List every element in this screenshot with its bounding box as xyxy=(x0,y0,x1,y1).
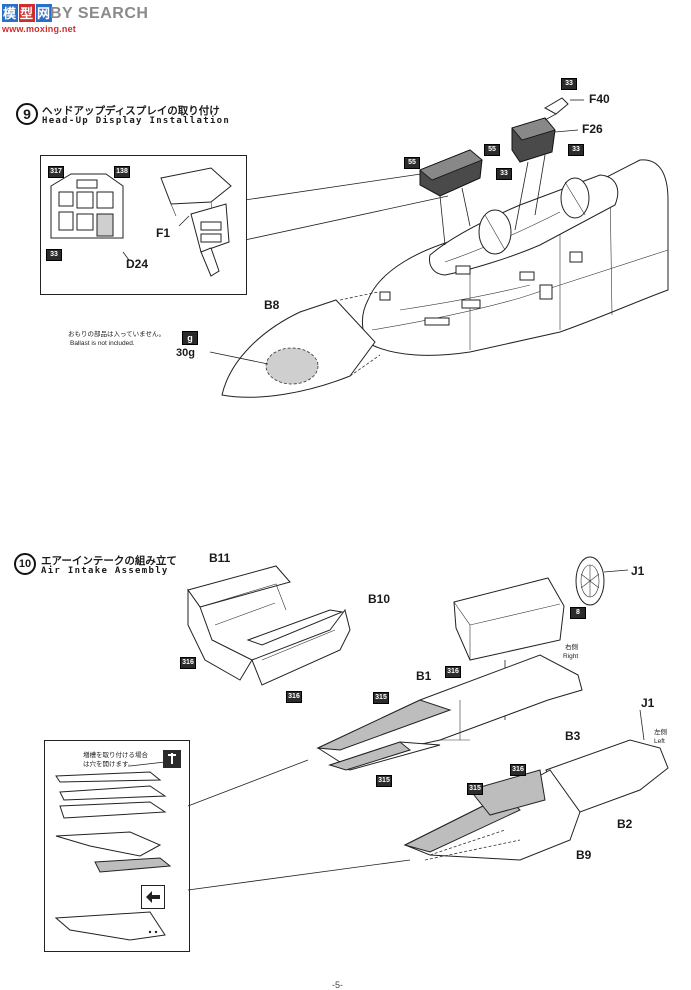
page-number: -5- xyxy=(332,980,343,990)
part-f26 xyxy=(511,117,556,231)
part-label-b3: B3 xyxy=(565,729,581,743)
part-label-j1-top: J1 xyxy=(631,564,645,578)
step-10-title-jp: エアーインテークの組み立て xyxy=(41,555,177,567)
intake-left xyxy=(403,709,669,861)
part-label-j1-left: J1 xyxy=(641,696,655,710)
color-code-317: 317 xyxy=(48,166,64,178)
side-right-jp: 右側 xyxy=(565,644,578,651)
side-left-en: Left xyxy=(654,738,665,745)
step-9-title-jp: ヘッドアップディスプレイの取り付け xyxy=(42,105,220,117)
tank-hole-inset-art xyxy=(54,761,172,941)
svg-text:模: 模 xyxy=(3,6,17,22)
part-label-d24: D24 xyxy=(126,257,149,271)
watermark-url: www.moxing.net xyxy=(2,24,76,34)
swap-arrow-icon xyxy=(141,885,165,909)
step-9-title-en: Head-Up Display Installation xyxy=(42,116,231,126)
step-9-number: 9 xyxy=(16,103,38,125)
svg-text:型: 型 xyxy=(20,6,33,22)
part-label-b2: B2 xyxy=(617,817,633,831)
color-code-33-panel: 33 xyxy=(46,249,62,261)
color-code-316-b1: 316 xyxy=(445,666,461,678)
radome-b8 xyxy=(209,291,381,398)
color-code-55-f26: 55 xyxy=(484,144,500,156)
part-label-f40: F40 xyxy=(589,92,610,106)
color-code-315-b1: 315 xyxy=(373,692,389,704)
part-label-f26: F26 xyxy=(582,122,603,136)
color-code-33-hud: 33 xyxy=(496,168,512,180)
intake-b11-b10 xyxy=(187,565,351,686)
hud-glass xyxy=(419,149,483,246)
part-label-f1: F1 xyxy=(156,226,171,240)
watermark: 模 型 网 BY SEARCH www.moxing.net xyxy=(0,0,175,40)
color-code-316-b10: 316 xyxy=(286,691,302,703)
tank-note-line1: 増槽を取り付ける場合 xyxy=(83,752,148,759)
ballast-note-en: Ballast is not included. xyxy=(70,340,135,347)
color-code-33-f40: 33 xyxy=(561,78,577,90)
color-code-55-hud: 55 xyxy=(404,157,420,169)
tank-note-line2: は穴を開けます。 xyxy=(83,761,135,768)
part-label-b9: B9 xyxy=(576,848,592,862)
color-code-33-f26: 33 xyxy=(568,144,584,156)
part-f40 xyxy=(543,97,584,121)
tank-hole-inset-panel: 増槽を取り付ける場合 は穴を開けます。 xyxy=(44,740,190,952)
intake-right xyxy=(316,577,583,771)
color-code-138: 138 xyxy=(114,166,130,178)
part-label-b11: B11 xyxy=(209,551,231,565)
color-code-316-b2: 316 xyxy=(510,764,526,776)
hud-inset-art xyxy=(50,167,232,277)
color-code-8-j1: 8 xyxy=(570,607,586,619)
color-code-316-b11: 316 xyxy=(180,657,196,669)
part-label-b10: B10 xyxy=(368,592,391,606)
watermark-logo: 模 型 网 xyxy=(2,4,88,24)
watermark-site: BY SEARCH xyxy=(50,5,149,22)
part-label-b8: B8 xyxy=(264,298,280,312)
ballast-weight: 30g xyxy=(176,347,195,359)
svg-text:网: 网 xyxy=(37,7,50,22)
hud-inset-panel xyxy=(40,155,247,295)
step-10-number: 10 xyxy=(14,553,36,575)
compressor-face-j1 xyxy=(575,556,629,606)
fuselage-nose xyxy=(362,159,669,356)
side-right-en: Right xyxy=(563,653,579,660)
drill-icon xyxy=(163,750,181,768)
step-10-title-en: Air Intake Assembly xyxy=(41,566,169,576)
color-code-315-b2: 315 xyxy=(467,783,483,795)
color-code-315-b1-lower: 315 xyxy=(376,775,392,787)
ballast-note-jp: おもりの部品は入っていません。 xyxy=(68,331,165,338)
ballast-weight-icon: g xyxy=(182,331,198,345)
side-left-jp: 左側 xyxy=(654,729,667,736)
part-label-b1: B1 xyxy=(416,669,432,683)
